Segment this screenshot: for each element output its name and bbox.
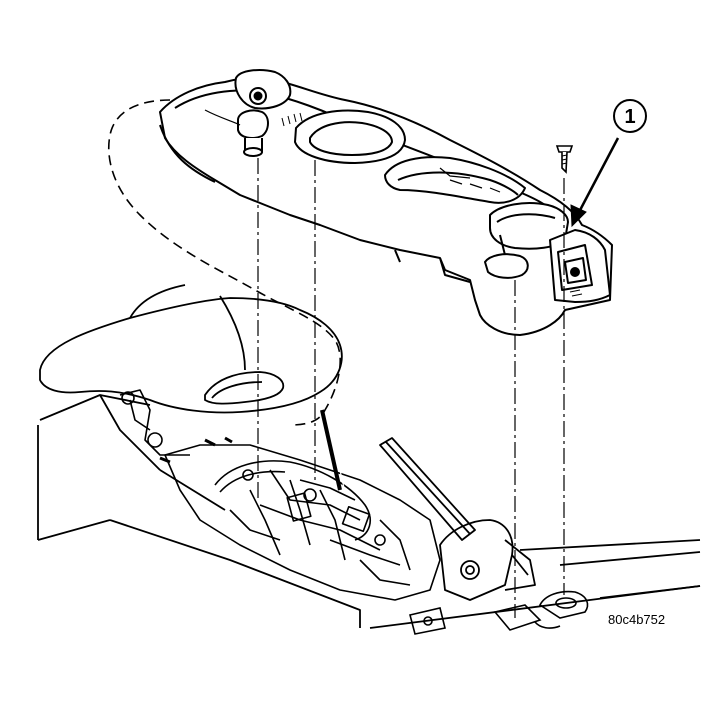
screw: [555, 145, 574, 174]
shifter-mechanism: [119, 389, 441, 601]
alignment-lines: [257, 158, 565, 618]
floor-tunnel: [37, 284, 701, 629]
callout-1: 1: [570, 99, 647, 228]
rear-mount-brackets: [409, 590, 589, 635]
center-console: [159, 69, 613, 336]
figure-code: 80c4b752: [608, 612, 665, 627]
callout-number-1: 1: [624, 106, 635, 128]
parking-brake-lever: [379, 437, 536, 601]
